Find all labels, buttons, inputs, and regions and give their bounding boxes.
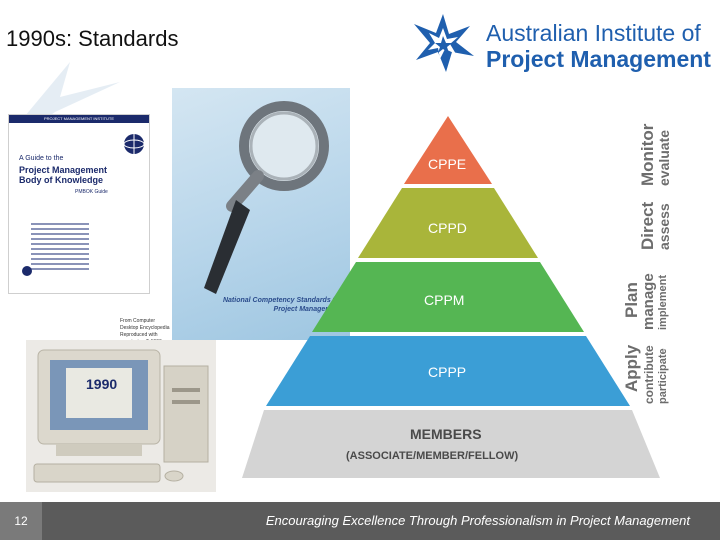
tier-label-cppe: CPPE bbox=[428, 156, 466, 172]
computer-photo: 1990 bbox=[26, 340, 216, 492]
side-label-assess: assess bbox=[656, 203, 672, 250]
side-label-direct: Direct bbox=[638, 202, 658, 250]
pyramid-tier-cppe bbox=[404, 116, 492, 184]
page-number: 12 bbox=[0, 502, 42, 540]
pmi-globe-icon bbox=[123, 133, 145, 155]
side-label-manage: manage bbox=[640, 273, 657, 330]
slide-title: 1990s: Standards bbox=[6, 26, 178, 52]
logo-line1: Australian Institute of bbox=[486, 20, 701, 47]
side-label-participate: participate bbox=[657, 348, 669, 404]
side-label-evaluate: evaluate bbox=[656, 130, 672, 186]
side-label-contribute: contribute bbox=[642, 345, 656, 404]
footer-bar: 12 Encouraging Excellence Through Profes… bbox=[0, 502, 720, 540]
side-label-apply: Apply bbox=[622, 345, 642, 392]
footer-tagline: Encouraging Excellence Through Professio… bbox=[266, 502, 690, 540]
ansi-seal-icon bbox=[21, 265, 33, 277]
aipm-star-icon bbox=[408, 12, 478, 74]
tier-sublabel-members: (ASSOCIATE/MEMBER/FELLOW) bbox=[346, 450, 518, 462]
computer-screen-text: 1990 bbox=[86, 376, 117, 392]
logo-line2: Project Management bbox=[486, 46, 711, 73]
pmbok-title: Project Management Body of Knowledge bbox=[19, 165, 119, 185]
pmbok-guide-text: A Guide to the bbox=[19, 155, 63, 162]
tier-label-cppd: CPPD bbox=[428, 220, 467, 236]
side-label-plan: Plan bbox=[622, 282, 642, 318]
pmbok-cover-image: PROJECT MANAGEMENT INSTITUTE A Guide to … bbox=[8, 114, 150, 294]
pmbok-contents-list bbox=[31, 223, 89, 273]
pmbok-subtitle: PMBOK Guide bbox=[75, 189, 108, 195]
side-label-monitor: Monitor bbox=[638, 124, 658, 186]
pmbok-header: PROJECT MANAGEMENT INSTITUTE bbox=[9, 115, 149, 123]
aipm-logo: Australian Institute of Project Manageme… bbox=[408, 12, 700, 74]
computer-icon bbox=[26, 340, 216, 492]
tier-label-cppm: CPPM bbox=[424, 292, 464, 308]
side-label-implement: implement bbox=[657, 275, 669, 330]
pmbok-header-bar: PROJECT MANAGEMENT INSTITUTE bbox=[9, 115, 149, 123]
pyramid-tier-members bbox=[242, 410, 660, 478]
tier-label-cppp: CPPP bbox=[428, 364, 466, 380]
tier-label-members: MEMBERS bbox=[410, 426, 482, 442]
